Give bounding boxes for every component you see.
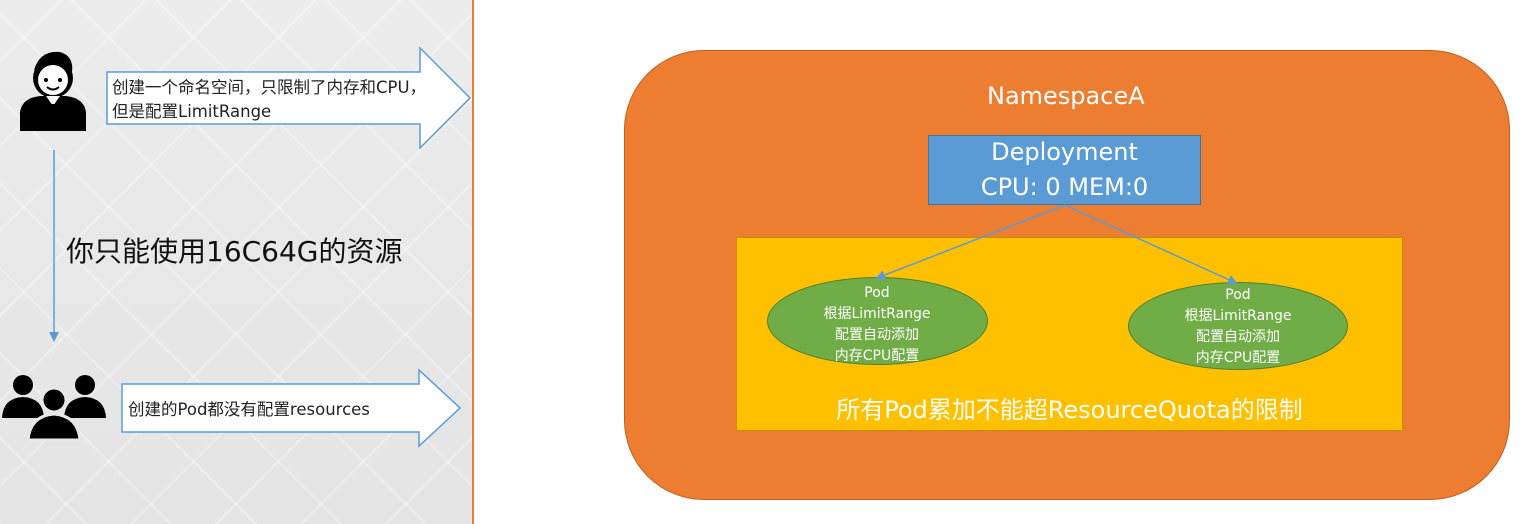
developer-group-icon: [2, 375, 106, 442]
pod-left-line-4: 内存CPU配置: [834, 348, 920, 364]
namespace-label: NamespaceA: [987, 82, 1145, 110]
pod-right-line-2: 根据LimitRange: [1184, 308, 1292, 324]
deployment-resources: CPU: 0 MEM:0: [980, 173, 1149, 201]
quota-limit-text: 所有Pod累加不能超ResourceQuota的限制: [836, 396, 1303, 424]
deployment-box: [928, 135, 1201, 205]
pod-left-text: Pod 根据LimitRange 配置自动添加 内存CPU配置: [767, 283, 987, 367]
pod-right-line-1: Pod: [1225, 287, 1251, 303]
admin-step-arrow: [106, 46, 472, 150]
admin-person-icon: [20, 51, 86, 131]
pod-ellipse-left: [767, 277, 988, 365]
developer-step-arrow: [121, 368, 462, 448]
pod-right-line-3: 配置自动添加: [1196, 329, 1280, 345]
admin-step-text: 创建一个命名空间，只限制了内存和CPU，但是配置LimitRange: [112, 78, 427, 121]
deployment-title: Deployment: [991, 138, 1138, 166]
developer-step-text: 创建的Pod都没有配置resources: [128, 400, 370, 419]
pod-right-text: Pod 根据LimitRange 配置自动添加 内存CPU配置: [1128, 285, 1348, 369]
pod-ellipse-right: [1128, 282, 1348, 370]
pod-right-line-4: 内存CPU配置: [1195, 350, 1281, 366]
pod-left-line-3: 配置自动添加: [835, 327, 919, 343]
pod-left-line-2: 根据LimitRange: [823, 306, 931, 322]
pod-left-line-1: Pod: [864, 285, 890, 301]
quota-caption: 你只能使用16C64G的资源: [66, 235, 403, 268]
